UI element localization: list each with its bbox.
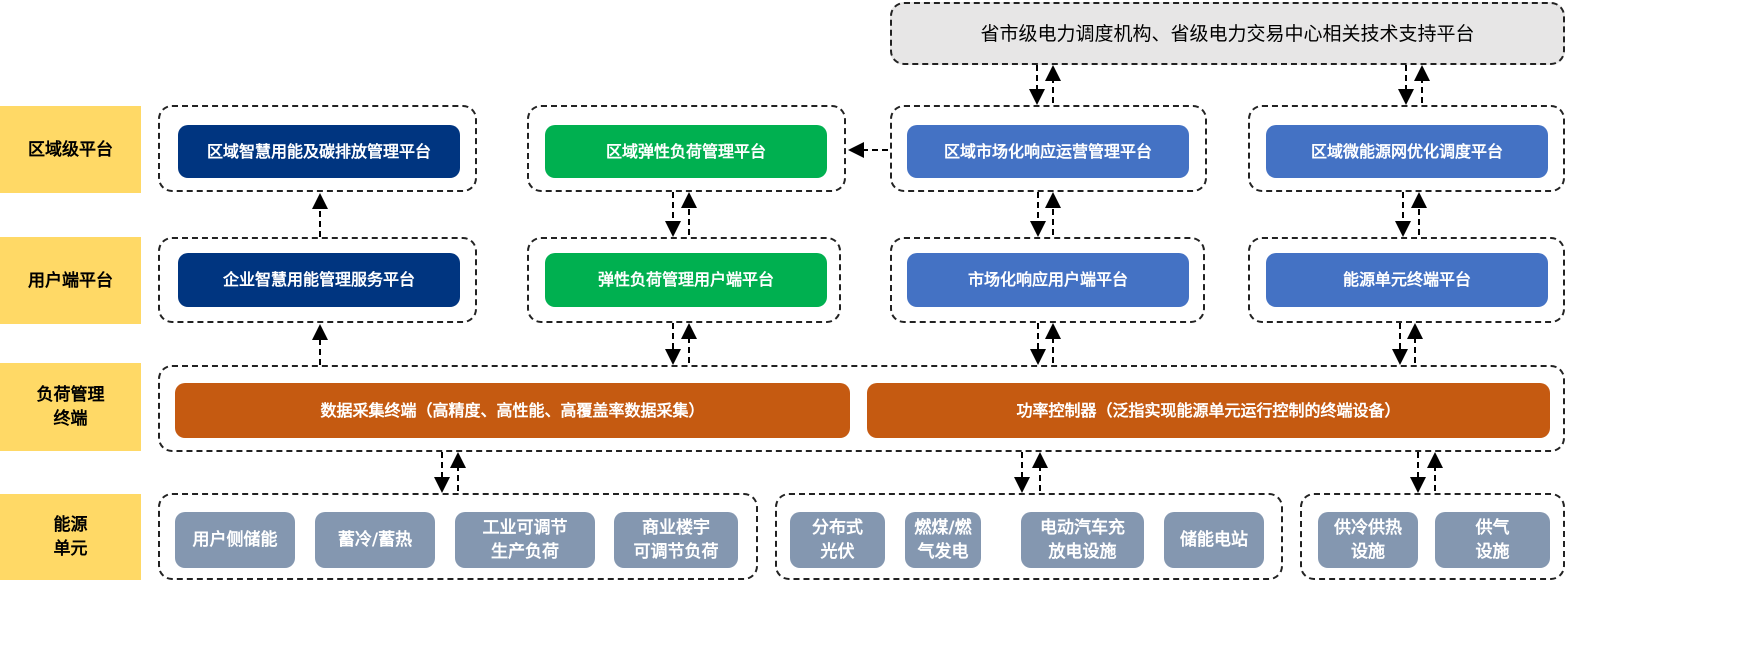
unit-industrial-load: 工业可调节 生产负荷 — [455, 512, 595, 568]
regional-carbon-platform: 区域智慧用能及碳排放管理平台 — [178, 125, 460, 178]
group-terminals — [158, 365, 1565, 452]
group-regional-1 — [158, 105, 477, 192]
group-regional-2 — [527, 105, 846, 192]
group-user-4 — [1248, 237, 1565, 323]
unit-ev-charging: 电动汽车充 放电设施 — [1021, 512, 1144, 568]
unit-thermal-storage: 蓄冷/蓄热 — [315, 512, 435, 568]
regional-microgrid-platform: 区域微能源网优化调度平台 — [1266, 125, 1548, 178]
regional-flexible-load-platform: 区域弹性负荷管理平台 — [545, 125, 827, 178]
level-label-regional: 区域级平台 — [0, 106, 141, 193]
group-regional-3 — [890, 105, 1207, 192]
group-units-2 — [775, 493, 1283, 580]
unit-user-storage: 用户侧储能 — [175, 512, 295, 568]
level-label-user: 用户端平台 — [0, 237, 141, 324]
power-controller: 功率控制器（泛指实现能源单元运行控制的终端设备） — [867, 383, 1550, 438]
energy-unit-terminal-platform: 能源单元终端平台 — [1266, 253, 1548, 307]
market-response-user-platform: 市场化响应用户端平台 — [907, 253, 1189, 307]
group-units-1 — [158, 493, 758, 580]
unit-heating-cooling: 供冷供热 设施 — [1318, 512, 1418, 568]
provincial-platform: 省市级电力调度机构、省级电力交易中心相关技术支持平台 — [890, 2, 1565, 65]
level-label-terminal: 负荷管理 终端 — [0, 363, 141, 451]
unit-commercial-load: 商业楼宇 可调节负荷 — [614, 512, 738, 568]
unit-gas-supply: 供气 设施 — [1435, 512, 1550, 568]
group-user-2 — [527, 237, 841, 323]
flexible-load-user-platform: 弹性负荷管理用户端平台 — [545, 253, 827, 307]
data-acquisition-terminal: 数据采集终端（高精度、高性能、高覆盖率数据采集） — [175, 383, 850, 438]
group-user-3 — [890, 237, 1205, 323]
group-user-1 — [158, 237, 477, 323]
group-units-3 — [1300, 493, 1565, 580]
level-label-energy-unit: 能源 单元 — [0, 494, 141, 580]
regional-market-response-platform: 区域市场化响应运营管理平台 — [907, 125, 1189, 178]
unit-distributed-pv: 分布式 光伏 — [790, 512, 885, 568]
group-regional-4 — [1248, 105, 1565, 192]
enterprise-energy-platform: 企业智慧用能管理服务平台 — [178, 253, 460, 307]
unit-storage-station: 储能电站 — [1164, 512, 1264, 568]
unit-coal-gas-generation: 燃煤/燃 气发电 — [905, 512, 981, 568]
